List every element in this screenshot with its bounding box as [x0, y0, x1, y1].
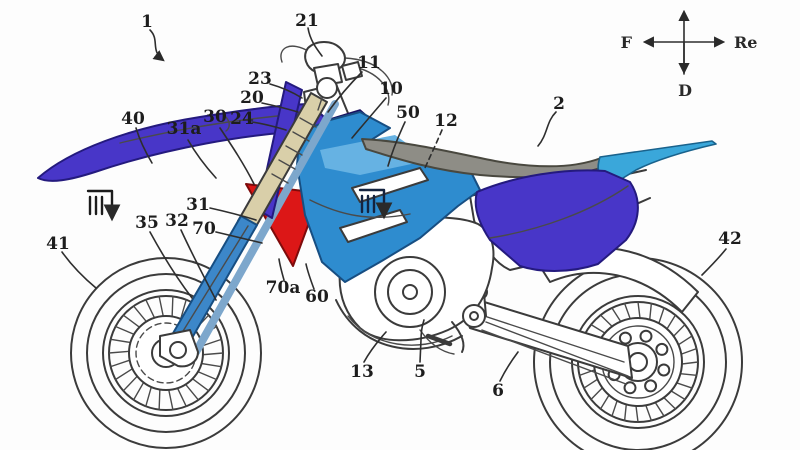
- ref-label-23: 23: [248, 69, 272, 89]
- ref-label-60: 60: [305, 287, 329, 307]
- direction-front-label: F: [621, 33, 633, 52]
- sprocket-bolt: [657, 363, 671, 377]
- sprocket-bolt: [639, 329, 653, 343]
- ref-label-2: 2: [553, 94, 565, 114]
- direction-indicator: F Re D: [621, 9, 757, 100]
- ref-label-40: 40: [121, 109, 145, 129]
- ref-label-30: 30: [203, 107, 227, 127]
- ref-label-13: 13: [350, 362, 374, 382]
- ref-label-50: 50: [396, 103, 420, 123]
- direction-down-label: D: [678, 81, 692, 100]
- sprocket-bolt: [655, 342, 669, 356]
- ref-label-42: 42: [718, 229, 742, 249]
- ref-label-12: 12: [434, 111, 458, 131]
- front-fork: [159, 81, 339, 368]
- ref-label-11: 11: [357, 53, 381, 73]
- clutch-cover: [374, 256, 446, 328]
- section-marker-left: [86, 189, 112, 218]
- ref-label-31a: 31a: [167, 119, 202, 139]
- ref-label-31: 31: [186, 195, 210, 215]
- ref-label-35: 35: [135, 213, 159, 233]
- ref-label-70: 70: [192, 219, 216, 239]
- ref-label-20: 20: [240, 88, 264, 108]
- ref-label-32: 32: [165, 211, 189, 231]
- ref-label-70a: 70a: [266, 278, 301, 298]
- ref-label-24: 24: [230, 109, 254, 129]
- direction-rear-label: Re: [734, 33, 757, 52]
- sprocket-bolt: [623, 381, 637, 395]
- ref-label-21: 21: [295, 11, 319, 31]
- leader-lines: [61, 27, 727, 382]
- ref-label-6: 6: [492, 381, 504, 401]
- sprocket-bolt: [644, 379, 658, 393]
- handlebar: [280, 41, 394, 111]
- ref-label-10: 10: [379, 79, 403, 99]
- ref-label-1: 1: [141, 12, 153, 32]
- ref-label-41: 41: [46, 234, 70, 254]
- section-marker-center: [358, 188, 384, 216]
- ref-label-5: 5: [414, 362, 426, 382]
- rear-fender-tail: [597, 140, 717, 187]
- sprocket-bolt: [618, 331, 632, 345]
